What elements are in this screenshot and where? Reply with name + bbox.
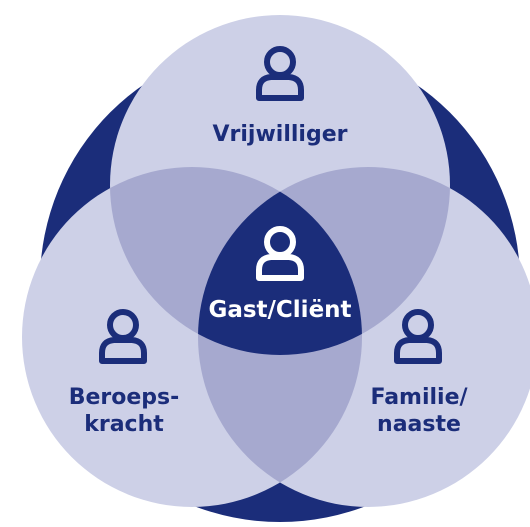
label-familie-line2: naaste [377,412,461,437]
label-vrijwilliger: Vrijwilliger [213,122,348,147]
label-beroepskracht-line2: kracht [84,412,164,437]
label-gast-client: Gast/Cliënt [208,297,351,323]
label-beroepskracht-line1: Beroeps- [69,385,180,410]
label-familie-line1: Familie/ [370,385,468,410]
